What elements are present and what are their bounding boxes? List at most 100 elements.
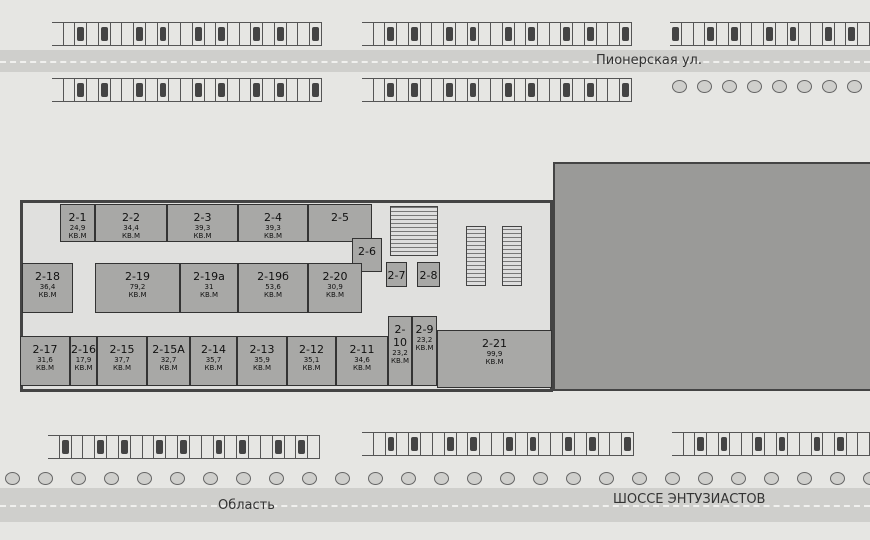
unit-suffix: КВ.М — [128, 291, 147, 299]
car-icon — [766, 27, 773, 41]
car-icon — [563, 83, 571, 97]
unit-area: 79,2 — [129, 283, 146, 291]
car-icon — [77, 27, 85, 41]
unit-suffix: КВ.М — [263, 291, 283, 299]
unit-number: 2-7 — [387, 269, 406, 282]
unit-area: 30,9 — [327, 283, 343, 291]
car-icon — [77, 83, 85, 97]
tree-icon — [401, 472, 416, 485]
car-icon — [586, 83, 594, 97]
car-icon — [622, 83, 629, 97]
parking-row — [362, 432, 635, 456]
unit-suffix: КВ.М — [415, 344, 434, 352]
car-icon — [504, 27, 512, 41]
car-icon — [410, 83, 418, 97]
parking-row — [362, 22, 632, 46]
unit-number: 2-15 — [109, 343, 135, 356]
car-icon — [100, 83, 108, 97]
unit-number: 2-20 — [322, 270, 348, 283]
car-icon — [276, 27, 284, 41]
car-icon — [410, 27, 418, 41]
tree-icon — [747, 80, 762, 93]
unit-area: 39,3 — [194, 224, 211, 232]
car-icon — [778, 437, 786, 451]
car-icon — [529, 437, 537, 451]
tree-icon — [104, 472, 119, 485]
car-icon — [100, 27, 108, 41]
tree-icon — [335, 472, 350, 485]
unit-area: 36,4 — [39, 283, 56, 291]
unit-number: 2-19а — [193, 270, 225, 283]
unit-area: 23,2 — [392, 349, 408, 357]
parking-row — [48, 435, 321, 459]
parking-row — [672, 432, 870, 456]
unit-suffix: КВ.М — [199, 291, 219, 299]
tree-icon — [236, 472, 251, 485]
unit-area: 31 — [204, 283, 214, 291]
tree-icon — [697, 80, 712, 93]
anchor-tenant-area — [553, 162, 870, 391]
car-icon — [504, 83, 512, 97]
tree-icon — [731, 472, 746, 485]
unit-area: 99,9 — [486, 350, 503, 358]
road-top — [0, 50, 870, 72]
car-icon — [159, 83, 167, 97]
unit-suffix: КВ.М — [263, 232, 283, 240]
tree-icon — [566, 472, 581, 485]
parking-row — [670, 22, 870, 46]
car-icon — [159, 27, 167, 41]
unit-area: 31,6 — [37, 356, 53, 364]
tree-icon — [863, 472, 870, 485]
tree-icon — [434, 472, 449, 485]
unit-number: 2-4 — [264, 211, 282, 224]
parking-row — [52, 78, 322, 102]
car-icon — [411, 437, 419, 451]
car-icon — [194, 83, 202, 97]
car-icon — [528, 83, 536, 97]
tree-icon — [830, 472, 845, 485]
unit-suffix: КВ.М — [68, 232, 87, 240]
unit-2-5[interactable]: 2-5 — [308, 204, 372, 242]
tree-icon — [38, 472, 53, 485]
car-icon — [120, 440, 128, 454]
tree-icon — [847, 80, 862, 93]
unit-2-8[interactable]: 2-8 — [417, 262, 440, 287]
tree-icon — [302, 472, 317, 485]
car-icon — [218, 27, 226, 41]
tree-icon — [822, 80, 837, 93]
unit-number: 2-21 — [482, 337, 507, 350]
car-icon — [565, 437, 572, 451]
car-icon — [274, 440, 282, 454]
car-icon — [505, 437, 513, 451]
unit-area: 24,9 — [69, 224, 86, 232]
staircase — [390, 206, 438, 256]
unit-2-7[interactable]: 2-7 — [386, 262, 407, 287]
unit-number: 2-13 — [249, 343, 275, 356]
tree-icon — [797, 472, 812, 485]
tree-icon — [533, 472, 548, 485]
unit-area: 34,6 — [354, 356, 370, 364]
road-bottom — [0, 488, 870, 522]
car-icon — [789, 27, 797, 41]
unit-number: 2-14 — [201, 343, 226, 356]
